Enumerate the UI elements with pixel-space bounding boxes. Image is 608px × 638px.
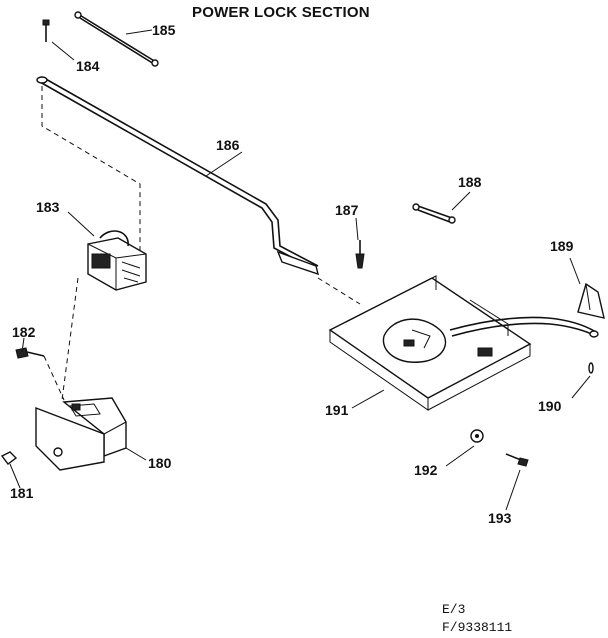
callout-188: 188 <box>458 174 482 190</box>
part-186-lock-rod <box>36 76 319 276</box>
part-183-solenoid <box>87 230 147 291</box>
callout-192: 192 <box>414 462 438 478</box>
callout-185: 185 <box>152 22 176 38</box>
part-184-screw <box>42 19 50 42</box>
leader-lines <box>9 29 591 511</box>
callout-191: 191 <box>325 402 349 418</box>
part-182-screw <box>15 347 45 359</box>
callout-180: 180 <box>148 455 172 471</box>
footer-code-line2: F/9338111 <box>442 620 513 635</box>
part-188-pin <box>412 203 456 224</box>
callout-193: 193 <box>488 510 512 526</box>
callout-187: 187 <box>335 202 359 218</box>
part-185-rod <box>74 11 159 67</box>
part-193-screw <box>505 453 529 467</box>
part-190-spacer <box>588 362 594 374</box>
callout-181: 181 <box>10 485 34 501</box>
part-191-lock-plate <box>328 275 599 411</box>
part-187-screw <box>355 240 365 269</box>
callout-183: 183 <box>36 199 60 215</box>
callout-189: 189 <box>550 238 574 254</box>
part-189-cover <box>577 282 605 319</box>
footer-code-line1: E/3 <box>442 602 466 617</box>
part-181-clip <box>0 451 18 465</box>
callout-186: 186 <box>216 137 240 153</box>
callout-182: 182 <box>12 324 36 340</box>
callout-184: 184 <box>76 58 100 74</box>
part-180-bracket <box>35 397 127 471</box>
callout-190: 190 <box>538 398 562 414</box>
diagram-title: POWER LOCK SECTION <box>192 4 370 21</box>
part-192-washer <box>470 429 484 443</box>
